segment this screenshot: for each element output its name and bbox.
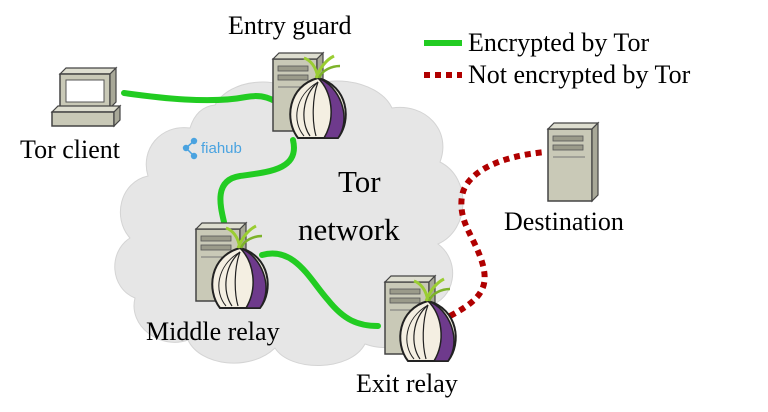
destination-label: Destination xyxy=(504,207,624,236)
link-exit-to-destination xyxy=(448,149,547,319)
middle-relay-label: Middle relay xyxy=(146,317,280,346)
link-entry-to-middle xyxy=(217,137,297,225)
tor-client-label: Tor client xyxy=(20,135,121,164)
tor-network-label-line1: Tor xyxy=(338,164,381,199)
legend-not-encrypted-label: Not encrypted by Tor xyxy=(468,60,691,89)
link-client-to-entry xyxy=(121,90,289,111)
watermark-text: fiahub xyxy=(201,140,242,157)
exit-relay-label: Exit relay xyxy=(356,369,458,398)
destination-server-icon xyxy=(547,122,599,202)
watermark-icon xyxy=(182,137,198,160)
legend: Encrypted by Tor Not encrypted by Tor xyxy=(424,28,691,89)
tor-client-computer-icon xyxy=(50,66,122,128)
entry-guard-label: Entry guard xyxy=(228,11,351,40)
link-middle-to-exit xyxy=(259,250,381,329)
tor-network-label-line2: network xyxy=(298,212,400,247)
legend-encrypted-label: Encrypted by Tor xyxy=(468,28,649,57)
